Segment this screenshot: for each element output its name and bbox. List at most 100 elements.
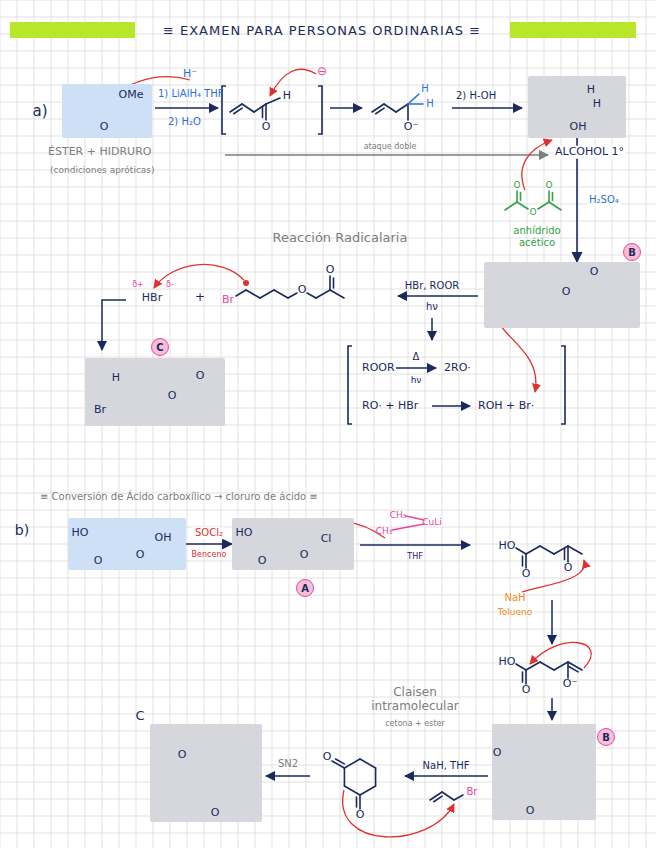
reagent-label: SOCl₂ <box>193 527 225 539</box>
note-label: NaH, THF <box>423 760 470 772</box>
note-label: hν <box>411 375 422 385</box>
bond-line <box>360 786 376 795</box>
bond-line <box>236 290 246 296</box>
note-label: O <box>326 264 335 277</box>
reaction-arrow <box>398 295 478 297</box>
note-label: O <box>323 751 332 764</box>
grid-line <box>0 187 656 188</box>
bracket <box>318 86 322 134</box>
bond-line <box>329 276 331 290</box>
curly-arrow <box>343 790 454 837</box>
bond-line <box>288 293 297 298</box>
reaction-arrow <box>266 775 310 777</box>
bond-line <box>375 768 377 786</box>
note-label: δ- <box>166 280 174 289</box>
note-label: 1) LiAlH₄ THF <box>158 88 224 100</box>
step-letter: A <box>301 583 309 594</box>
bond-line <box>406 516 424 520</box>
atom-label: O <box>562 286 571 298</box>
grid-line <box>0 663 656 664</box>
atom-label: HO <box>236 527 253 539</box>
bond-line <box>266 98 280 104</box>
note-label: H⁻ <box>183 68 197 81</box>
note-label: δ+ <box>132 280 144 289</box>
bond-line <box>520 193 522 201</box>
note-label: H <box>421 83 429 95</box>
step-letter: B <box>602 732 610 743</box>
note-label: ÉSTER + HIDRURO <box>48 146 151 159</box>
note-label: CH₃ <box>390 510 407 520</box>
note-label: b) <box>15 522 29 538</box>
bond-line <box>540 662 554 670</box>
bond-line <box>242 104 254 112</box>
grid-line <box>0 340 656 341</box>
note-label: O⁻ <box>563 678 577 691</box>
bond-line <box>316 290 330 298</box>
molecule-box: HBrOO <box>85 358 225 426</box>
step-marker: B <box>597 728 615 746</box>
grid-line <box>51 0 52 848</box>
step-marker: C <box>151 338 169 356</box>
bond-line <box>526 662 540 670</box>
note-label: CuLi <box>422 517 442 527</box>
bond-line <box>230 104 242 112</box>
highlight-bar <box>510 22 636 38</box>
bond-line <box>564 548 566 559</box>
bond-line <box>538 202 549 209</box>
grid-line <box>34 0 35 848</box>
grid-line <box>629 0 630 848</box>
bond-line <box>516 664 526 670</box>
bond-line <box>516 191 518 202</box>
molecule-box: OO <box>150 724 262 822</box>
bond-line <box>234 108 242 114</box>
note-label: O <box>564 562 573 575</box>
bond-line <box>265 104 267 120</box>
note-label: a) <box>32 103 47 120</box>
note-label: O <box>356 809 365 822</box>
reaction-arrow <box>360 544 470 546</box>
reaction-arrow <box>431 318 433 340</box>
atom-label: O <box>493 747 502 759</box>
bond-line <box>454 795 463 800</box>
note-label: (condiciones apróticas) <box>50 165 155 175</box>
note-label: ≡ Conversión de Ácido carboxílico → clor… <box>40 491 318 503</box>
bond-line <box>516 548 526 554</box>
highlight-bar <box>10 22 135 38</box>
bond-line <box>392 524 424 530</box>
bond-line <box>549 202 561 210</box>
grid-line <box>0 204 656 205</box>
note-label: HBr <box>142 292 162 305</box>
bond-line <box>526 546 540 554</box>
grid-line <box>0 0 1 848</box>
radical-dot <box>243 280 249 286</box>
bond-line <box>344 759 360 768</box>
atom-label: H <box>587 84 595 96</box>
bond-line <box>517 202 528 209</box>
atom-label: O <box>100 121 109 133</box>
grid-line <box>0 255 656 256</box>
note-label: O <box>513 180 520 190</box>
atom-label: O <box>526 805 535 817</box>
grid-line <box>0 578 656 579</box>
atom-label: O <box>196 370 205 382</box>
step-letter: C <box>156 342 163 353</box>
molecule-box: OO <box>492 724 596 820</box>
bond-line <box>525 670 527 684</box>
atom-label: O <box>258 555 267 567</box>
bond-line <box>360 759 376 768</box>
bond-line <box>522 672 524 682</box>
note-label: ataque doble <box>364 142 417 151</box>
bond-line <box>356 797 358 807</box>
grid-line <box>289 0 290 848</box>
bond-line <box>336 759 345 764</box>
molecule-box: HOOHOO <box>68 518 186 570</box>
note-label: HO <box>499 540 516 553</box>
atom-label: O <box>300 549 309 561</box>
grid-line <box>0 51 656 52</box>
bond-line <box>568 662 582 670</box>
grid-line <box>340 0 341 848</box>
bond-line <box>408 94 419 104</box>
bond-line <box>408 103 423 105</box>
bond-line <box>548 191 550 202</box>
